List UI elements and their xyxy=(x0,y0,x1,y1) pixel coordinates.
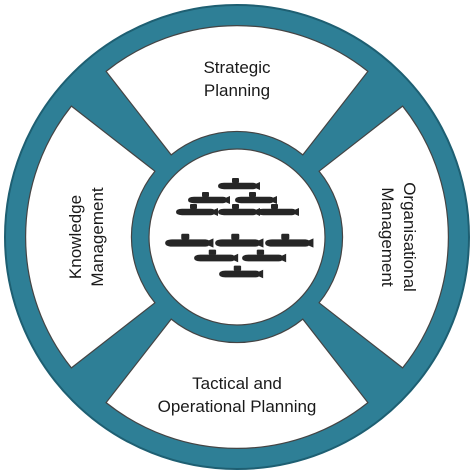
submarine-icon xyxy=(176,204,218,216)
submarine-icon xyxy=(215,233,264,248)
label-knowledge-line2: Management xyxy=(88,187,107,287)
label-organisational-line2: Management xyxy=(378,187,397,287)
submarine-icon xyxy=(265,233,314,248)
label-organisational-line1: Organisational xyxy=(400,182,419,292)
submarine-icon xyxy=(194,249,239,263)
label-strategic-line1: Strategic xyxy=(203,58,271,77)
submarine-icon xyxy=(165,233,214,248)
submarine-icon xyxy=(235,192,277,204)
submarine-icon xyxy=(218,178,260,190)
label-strategic-line2: Planning xyxy=(204,81,270,100)
label-tactical-line1: Tactical and xyxy=(192,374,282,393)
segment-tactical-operational-planning xyxy=(105,318,369,449)
segment-strategic-planning xyxy=(105,25,369,156)
segment-organisational-management xyxy=(318,105,449,369)
label-tactical-line2: Operational Planning xyxy=(158,397,317,416)
segment-knowledge-management xyxy=(25,105,156,369)
submarine-icon xyxy=(188,192,230,204)
submarine-icon xyxy=(257,204,299,216)
submarine-fleet-icon xyxy=(165,178,314,279)
submarine-icon xyxy=(219,265,264,279)
label-knowledge-line1: Knowledge xyxy=(66,195,85,279)
submarine-icon xyxy=(242,249,287,263)
